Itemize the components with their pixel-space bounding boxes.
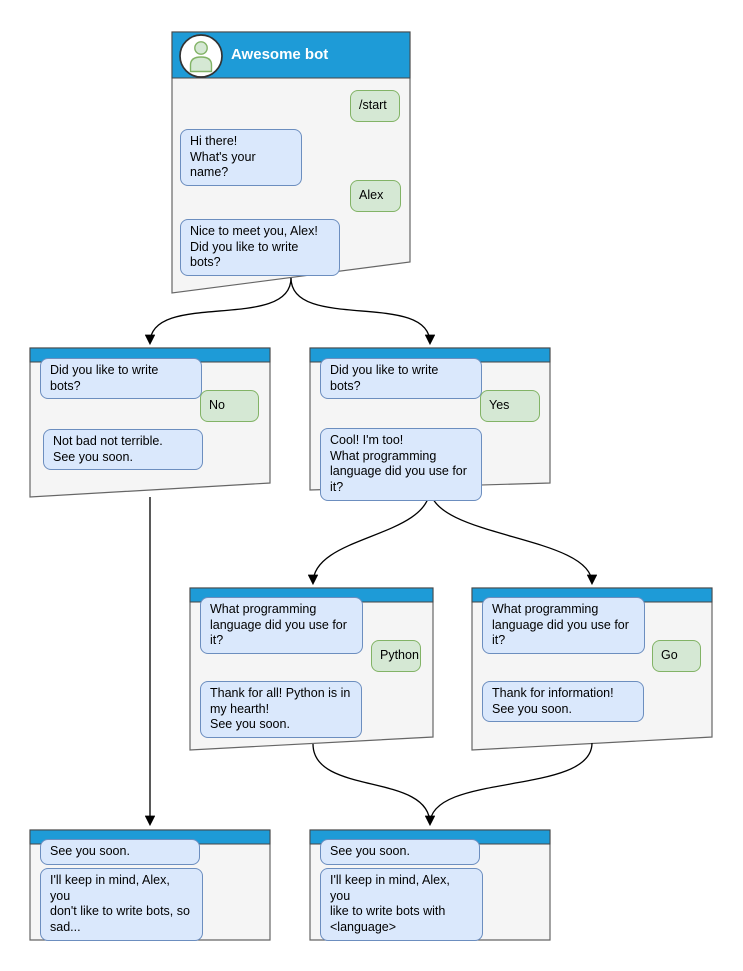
message-bubble-bot: Thank for all! Python is in my hearth! S… (200, 681, 362, 738)
message-bubble-bot: What programming language did you use fo… (482, 597, 645, 654)
message-bubble-bot: Hi there! What's your name? (180, 129, 302, 186)
message-bubble-bot: I'll keep in mind, Alex, you don't like … (40, 868, 203, 941)
message-bubble-user: Go (652, 640, 701, 672)
message-bubble-user: Yes (480, 390, 540, 422)
message-bubble-bot: What programming language did you use fo… (200, 597, 363, 654)
message-bubble-bot: I'll keep in mind, Alex, you like to wri… (320, 868, 483, 941)
message-bubble-bot: Cool! I'm too! What programming language… (320, 428, 482, 501)
message-bubble-bot: Nice to meet you, Alex! Did you like to … (180, 219, 340, 276)
arrow-yes-to-python (307, 487, 431, 586)
message-bubble-bot: Did you like to write bots? (320, 358, 482, 400)
arrow-yes-to-go (429, 487, 598, 586)
arrow-start-to-no (144, 277, 292, 346)
start-window-title: Awesome bot (231, 46, 329, 63)
message-bubble-user: /start (350, 90, 400, 122)
message-bubble-user: Alex (350, 180, 401, 212)
bot-avatar (179, 34, 223, 78)
message-bubble-user: No (200, 390, 259, 422)
message-bubble-bot: See you soon. (320, 839, 480, 865)
message-bubble-bot: See you soon. (40, 839, 200, 865)
message-bubble-user: Python (371, 640, 421, 672)
arrow-python-to-end (312, 743, 436, 827)
message-bubble-bot: Not bad not terrible. See you soon. (43, 429, 203, 471)
person-icon (189, 41, 213, 73)
arrow-start-to-yes (290, 277, 436, 346)
message-bubble-bot: Thank for information! See you soon. (482, 681, 644, 723)
arrow-go-to-end (429, 742, 593, 825)
message-bubble-bot: Did you like to write bots? (40, 358, 202, 400)
